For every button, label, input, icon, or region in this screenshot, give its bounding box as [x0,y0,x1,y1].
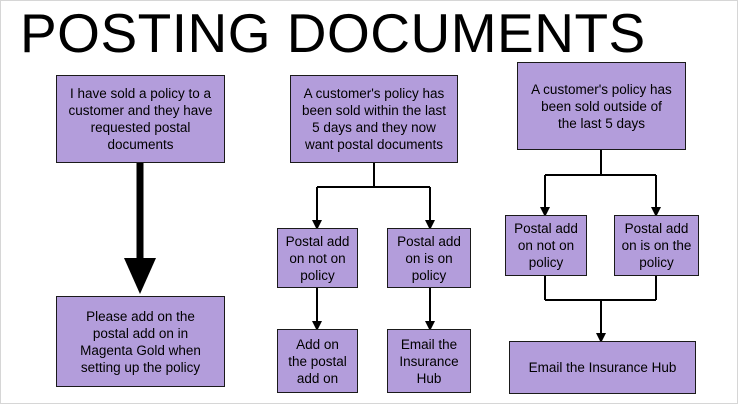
col3-left-mid-box: Postal add on not on policy [505,215,587,276]
page-title: POSTING DOCUMENTS [20,2,646,64]
col2-left-bottom-box: Add on the postal add on [277,329,358,393]
col3-branch-arrows [540,149,661,343]
col3-bottom-box: Email the Insurance Hub [509,341,696,394]
col1-big-arrow [124,162,156,294]
col2-right-bottom-box: Email the Insurance Hub [387,329,471,393]
col2-branch-arrows [312,162,435,331]
col3-top-box: A customer's policy has been sold outsid… [517,62,686,150]
col2-right-mid-box: Postal add on is on policy [387,228,471,288]
col1-bottom-box: Please add on the postal add on in Magen… [56,296,225,387]
col1-top-box: I have sold a policy to a customer and t… [56,75,225,163]
col3-right-mid-box: Postal add on is on the policy [614,215,699,276]
col2-top-box: A customer's policy has been sold within… [290,75,458,163]
col2-left-mid-box: Postal add on not on policy [277,228,358,288]
